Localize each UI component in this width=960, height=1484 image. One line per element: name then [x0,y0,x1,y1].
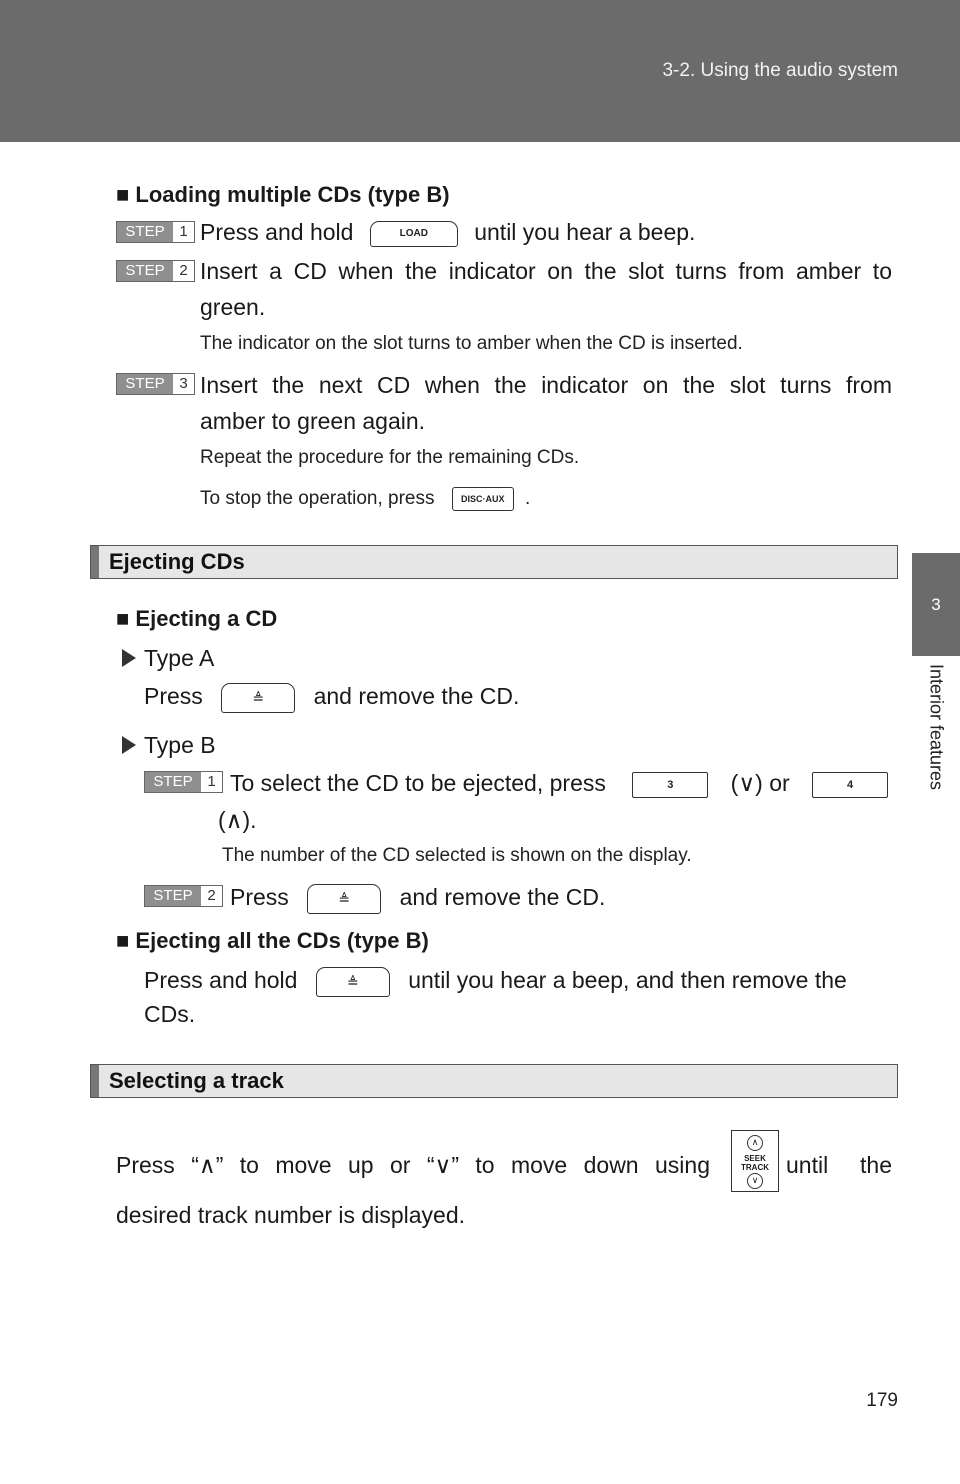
step-badge-1: STEP 1 [116,221,195,243]
selecting-line1-after: until the [786,1152,892,1178]
type-b-label: Type B [122,727,216,763]
loading-step2-line1: Insert a CD when the indicator on the sl… [200,258,892,284]
loading-step3-line1: Insert the next CD when the indicator on… [200,372,892,398]
loading-step3-note1: Repeat the procedure for the remaining C… [200,447,580,468]
eject-button[interactable]: ≜ [307,883,382,914]
up-arrow-icon: ∧ [747,1135,763,1151]
type-a-label: Type A [122,640,214,676]
step-badge-b1: STEP 1 [144,771,223,793]
step-badge-3: STEP 3 [116,373,195,395]
section-bar-ejecting: Ejecting CDs [90,545,898,579]
header-title: 3-2. Using the audio system [662,60,898,81]
square-bullet-icon: ■ [116,182,130,207]
step-label: STEP [117,261,173,281]
seek-track-button[interactable]: ∧ SEEK TRACK ∨ [731,1130,779,1192]
step-number: 3 [179,375,188,392]
eject-button[interactable]: ≜ [315,966,390,997]
loading-title: Loading multiple CDs (type B) [135,182,450,207]
chapter-tab-number: 3 [912,553,960,656]
eject-all-text: Press and hold ≜ until you hear a beep, … [144,962,847,998]
section-title: Selecting a track [109,1068,284,1093]
type-b-step1-line2: (∧). [218,807,257,833]
step-badge-b2: STEP 2 [144,885,223,907]
step-label: STEP [117,374,173,394]
type-b-step1-text: To select the CD to be ejected, press 3 … [230,765,889,801]
disc-4-button[interactable]: 4 [812,771,889,798]
eject-all-line2: CDs. [144,1001,196,1027]
section-bar-selecting: Selecting a track [90,1064,898,1098]
loading-step3-line2: amber to green again. [200,408,426,434]
type-a-text: Press ≜ and remove the CD. [144,678,519,714]
eject-all-title: Ejecting all the CDs (type B) [135,928,429,953]
load-button[interactable]: LOAD [369,220,458,247]
section-title: Ejecting CDs [109,549,245,574]
page-number: 179 [866,1390,898,1411]
track-label: TRACK [741,1163,769,1172]
loading-step2-note: The indicator on the slot turns to amber… [200,333,743,354]
square-bullet-icon: ■ [116,606,130,631]
eject-one-heading: ■ Ejecting a CD [116,606,277,632]
down-arrow-icon: ∨ [747,1173,763,1189]
disc-aux-button[interactable]: DISC·AUX [451,487,514,511]
selecting-line1-before: Press “∧” to move up or “∨” to move down… [116,1152,710,1178]
eject-one-title: Ejecting a CD [135,606,278,631]
loading-heading: ■ Loading multiple CDs (type B) [116,182,450,208]
step-number: 2 [179,262,188,279]
step-badge-2: STEP 2 [116,260,195,282]
step-label: STEP [117,222,173,242]
step-label: STEP [145,886,201,906]
selecting-line2: desired track number is displayed. [116,1202,465,1228]
chapter-tab-label-text: Interior features [926,664,947,791]
step-number: 1 [179,223,188,240]
loading-step2-line2: green. [200,294,266,320]
type-b-step1-note: The number of the CD selected is shown o… [222,845,692,866]
loading-step3-note2: To stop the operation, press DISC·AUX . [200,487,531,511]
step-label: STEP [145,772,201,792]
triangle-bullet-icon [122,649,136,667]
square-bullet-icon: ■ [116,928,130,953]
seek-label: SEEK [744,1154,766,1163]
page-header: 3-2. Using the audio system [0,0,960,142]
triangle-bullet-icon [122,736,136,754]
chapter-tab-label: Interior features [912,656,960,1176]
eject-all-heading: ■ Ejecting all the CDs (type B) [116,928,429,954]
type-b-step2-text: Press ≜ and remove the CD. [230,879,605,915]
step-number: 2 [207,887,216,904]
step-number: 1 [207,773,216,790]
loading-step1-text: Press and hold LOAD until you hear a bee… [200,219,696,247]
disc-3-button[interactable]: 3 [632,771,709,798]
eject-button[interactable]: ≜ [221,682,296,713]
